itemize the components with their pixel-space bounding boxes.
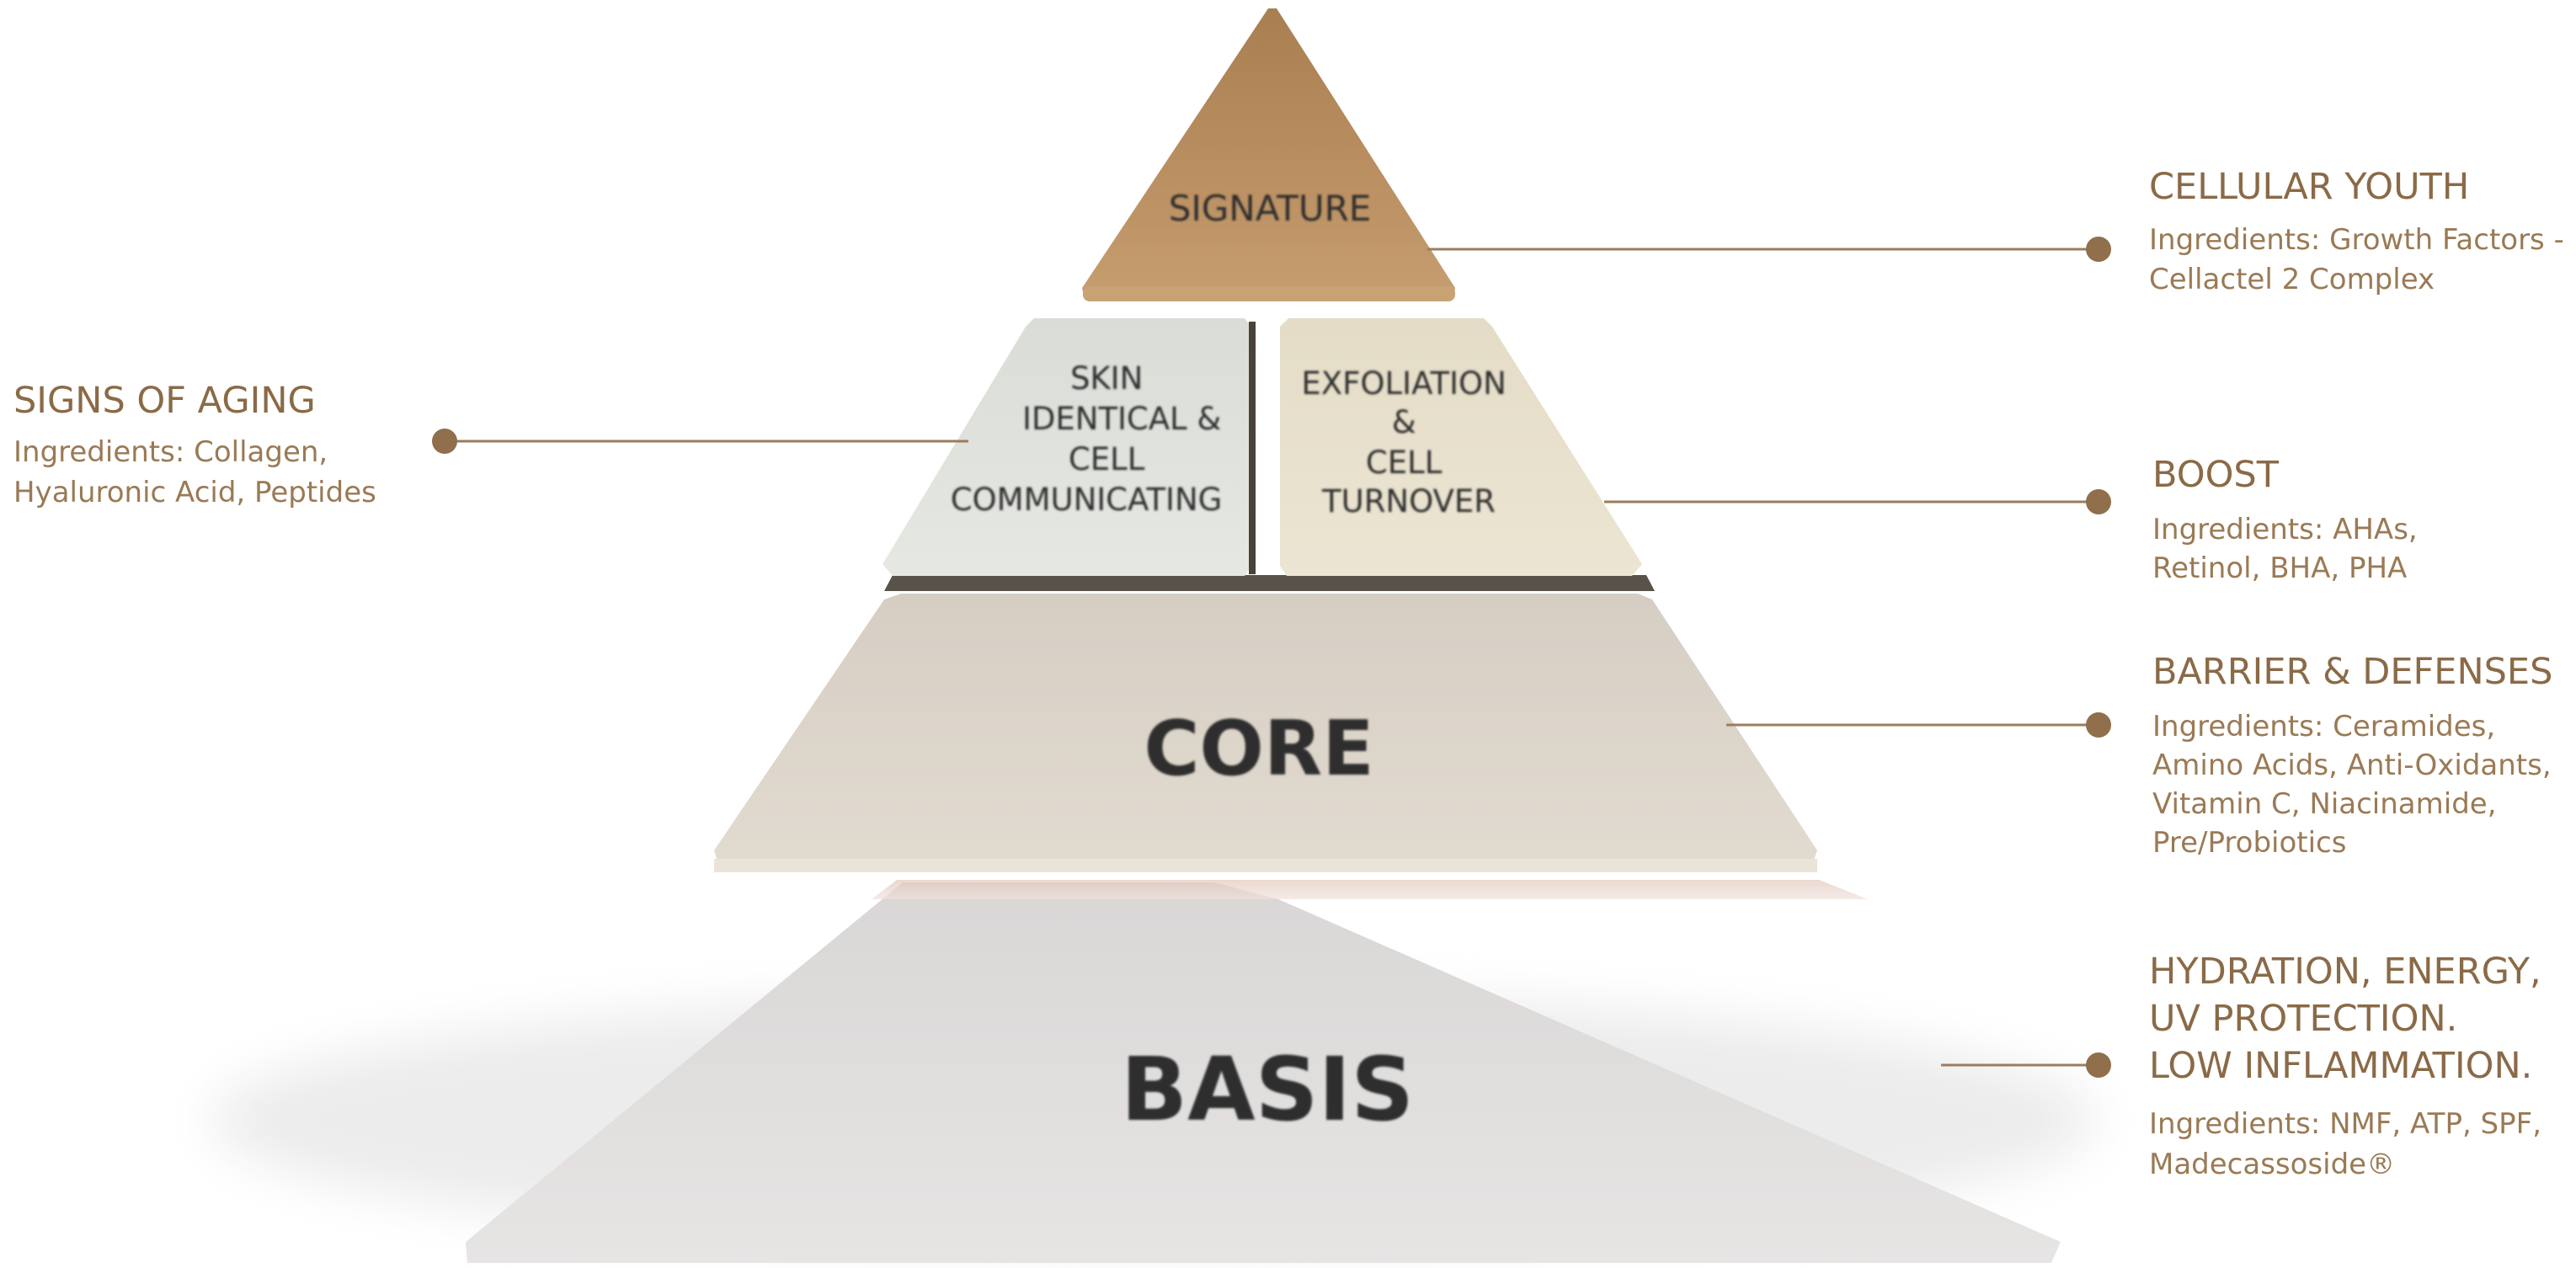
- tier-exfoliation-label: EXFOLIATION & CELL TURNOVER: [1301, 365, 1516, 519]
- tier-skin-identical: SKIN IDENTICAL & CELL COMMUNICATING: [883, 318, 1256, 576]
- tier-signature-shape: [1082, 8, 1455, 300]
- tier-exfoliation-shape: [1280, 318, 1642, 576]
- tier-basis: BASIS: [466, 880, 2061, 1263]
- callout-hydration: HYDRATION, ENERGY, UV PROTECTION. LOW IN…: [2149, 951, 2552, 1181]
- callout-boost-heading: BOOST: [2152, 454, 2280, 496]
- tier-signature-base: [1083, 286, 1455, 301]
- tier-basis-glow: [872, 880, 1868, 899]
- callout-hydration-heading: HYDRATION, ENERGY, UV PROTECTION. LOW IN…: [2149, 951, 2552, 1087]
- tier-signature: SIGNATURE: [1082, 8, 1455, 301]
- tier-skin-divider: [1249, 322, 1256, 574]
- connector-dot-cellular-youth: [2086, 237, 2111, 262]
- callout-signs-of-aging-heading: SIGNS OF AGING: [13, 380, 316, 422]
- connectors: [432, 237, 2111, 1078]
- tier-basis-shape: [466, 882, 2061, 1263]
- tier-basis-label: BASIS: [1121, 1038, 1414, 1141]
- tier-core: CORE: [714, 594, 1817, 872]
- callout-signs-of-aging-body: Ingredients: Collagen, Hyaluronic Acid, …: [13, 435, 376, 509]
- tier-core-edge: [714, 859, 1817, 872]
- tier-gap-shadow: [884, 575, 1655, 591]
- tier-exfoliation: EXFOLIATION & CELL TURNOVER: [1280, 318, 1642, 576]
- tier-skin-label: SKIN IDENTICAL & CELL COMMUNICATING: [951, 360, 1231, 518]
- tier-skin-shape: [883, 318, 1251, 576]
- connector-dot-hydration: [2086, 1052, 2111, 1078]
- tier-signature-label: SIGNATURE: [1169, 188, 1372, 229]
- callout-cellular-youth-heading: CELLULAR YOUTH: [2149, 166, 2469, 208]
- connector-dot-signs-of-aging: [432, 429, 457, 454]
- callout-cellular-youth-body: Ingredients: Growth Factors - Cellactel …: [2149, 223, 2573, 296]
- callout-boost: BOOST Ingredients: AHAs, Retinol, BHA, P…: [2152, 454, 2427, 585]
- callout-barrier-heading: BARRIER & DEFENSES: [2152, 651, 2552, 693]
- callout-signs-of-aging: SIGNS OF AGING Ingredients: Collagen, Hy…: [13, 380, 376, 509]
- tier-core-shape: [714, 594, 1817, 869]
- callout-hydration-body: Ingredients: NMF, ATP, SPF, Madecassosid…: [2149, 1107, 2551, 1181]
- callout-barrier-defenses: BARRIER & DEFENSES Ingredients: Ceramide…: [2152, 651, 2560, 860]
- callout-boost-body: Ingredients: AHAs, Retinol, BHA, PHA: [2152, 513, 2427, 585]
- tier-core-label: CORE: [1144, 705, 1373, 793]
- callout-barrier-body: Ingredients: Ceramides, Amino Acids, Ant…: [2152, 710, 2560, 860]
- connector-dot-boost: [2086, 489, 2111, 514]
- connector-dot-barrier: [2086, 712, 2111, 738]
- callout-cellular-youth: CELLULAR YOUTH Ingredients: Growth Facto…: [2149, 166, 2573, 296]
